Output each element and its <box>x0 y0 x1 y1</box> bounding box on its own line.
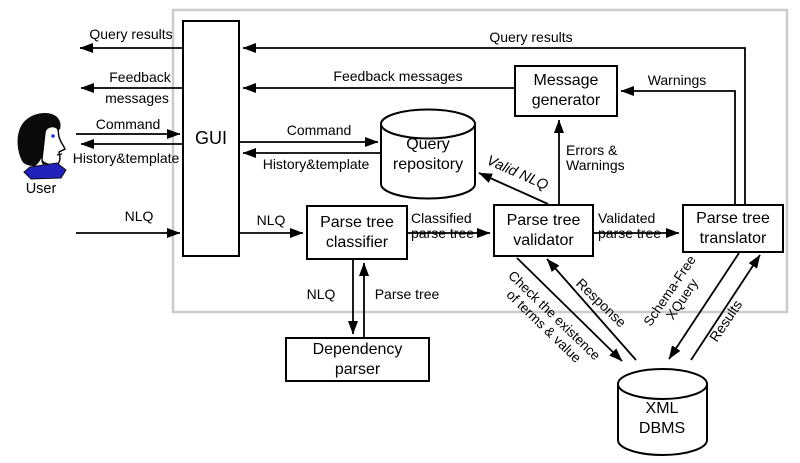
query-repository-top <box>380 108 476 140</box>
dependency-parser-box: Dependency parser <box>285 337 430 382</box>
arrow-check-existence-to-dbms <box>516 257 623 362</box>
edge-label-query-results-to-user: Query results <box>89 26 173 42</box>
message-generator-label-line2: generator <box>531 92 601 109</box>
query-repository-cylinder <box>380 108 476 200</box>
edge-label-nlq-from-user: NLQ <box>124 208 154 224</box>
message-generator-box: Message generator <box>514 65 618 117</box>
edge-label-feedback-messages-to-gui: Feedback messages <box>333 68 463 84</box>
errors-warnings-line1: Errors & <box>566 142 618 158</box>
edge-label-query-results-to-gui: Query results <box>489 29 573 45</box>
edge-label-parse-tree-to-classifier: Parse tree <box>374 286 440 302</box>
classified-line1: Classified <box>411 210 472 226</box>
user-icon <box>17 113 67 180</box>
edge-label-command-from-user: Command <box>95 116 161 132</box>
parse-tree-validator-box: Parse tree validator <box>493 204 594 257</box>
query-repository-label: Query repository <box>393 135 463 175</box>
validator-label-line2: validator <box>513 231 574 249</box>
validator-label-line1: Parse tree <box>506 211 581 229</box>
xml-dbms-label-line2: DBMS <box>638 420 686 437</box>
query-repository-label-line1: Query <box>406 136 450 153</box>
system-boundary-frame <box>171 8 789 314</box>
edge-label-feedback-to-user-line1: Feedback <box>109 69 171 85</box>
user-mouth <box>56 153 63 156</box>
edge-label-history-template-to-user: History&template <box>72 150 180 166</box>
classifier-label-line1: Parse tree <box>320 213 394 231</box>
dependency-parser-label-line1: Dependency <box>312 340 403 358</box>
arrow-schema-free-xquery-to-dbms <box>668 252 740 360</box>
translator-label-line1: Parse tree <box>696 209 770 227</box>
arrow-response-to-validator <box>546 258 637 361</box>
arrow-query-results-translator-to-gui <box>242 43 746 204</box>
parse-tree-classifier-box: Parse tree classifier <box>306 205 408 260</box>
xml-dbms-label: XML DBMS <box>639 399 685 439</box>
query-repository-label-line2: repository <box>392 156 464 173</box>
arrow-layer <box>76 43 761 362</box>
user-collar <box>23 162 67 180</box>
edge-label-classified-parse-tree: Classified parse tree <box>411 211 474 241</box>
gui-box-label: GUI <box>194 127 227 148</box>
classifier-label-line2: classifier <box>325 233 389 251</box>
xml-dbms-body <box>617 383 708 456</box>
user-eye <box>51 134 55 138</box>
xml-dbms-label-line1: XML <box>645 400 679 417</box>
arrow-valid-nlq-to-repository <box>478 172 549 205</box>
validated-line2: parse tree <box>598 224 662 241</box>
edge-label-nlq-to-dependency-parser: NLQ <box>306 286 336 302</box>
edge-label-validated-parse-tree: Validated parse tree <box>598 211 661 241</box>
classified-line2: parse tree <box>411 224 475 241</box>
message-generator-label-line1: Message <box>533 72 599 90</box>
edge-label-feedback-to-user-line2: messages <box>105 90 169 106</box>
gui-box: GUI <box>182 20 240 257</box>
user-face <box>41 125 66 168</box>
edge-label-errors-warnings: Errors & Warnings <box>566 143 625 173</box>
xml-dbms-top <box>617 368 708 400</box>
edge-label-command-to-repository: Command <box>286 122 352 138</box>
edge-label-nlq-to-classifier: NLQ <box>256 212 286 228</box>
edge-label-history-template-to-gui: History&template <box>262 156 370 172</box>
dependency-parser-label-line2: parser <box>334 360 381 378</box>
xml-dbms-cylinder <box>617 368 708 456</box>
validated-line1: Validated <box>598 210 656 226</box>
query-repository-body <box>380 123 476 200</box>
arrow-warnings-to-message-generator <box>620 86 736 204</box>
translator-label-line2: translator <box>699 229 767 247</box>
arrow-results-to-translator <box>690 254 761 361</box>
parse-tree-translator-box: Parse tree translator <box>682 204 784 253</box>
user-label: User <box>25 181 57 197</box>
edge-label-warnings: Warnings <box>647 72 707 88</box>
errors-warnings-line2: Warnings <box>566 156 625 173</box>
